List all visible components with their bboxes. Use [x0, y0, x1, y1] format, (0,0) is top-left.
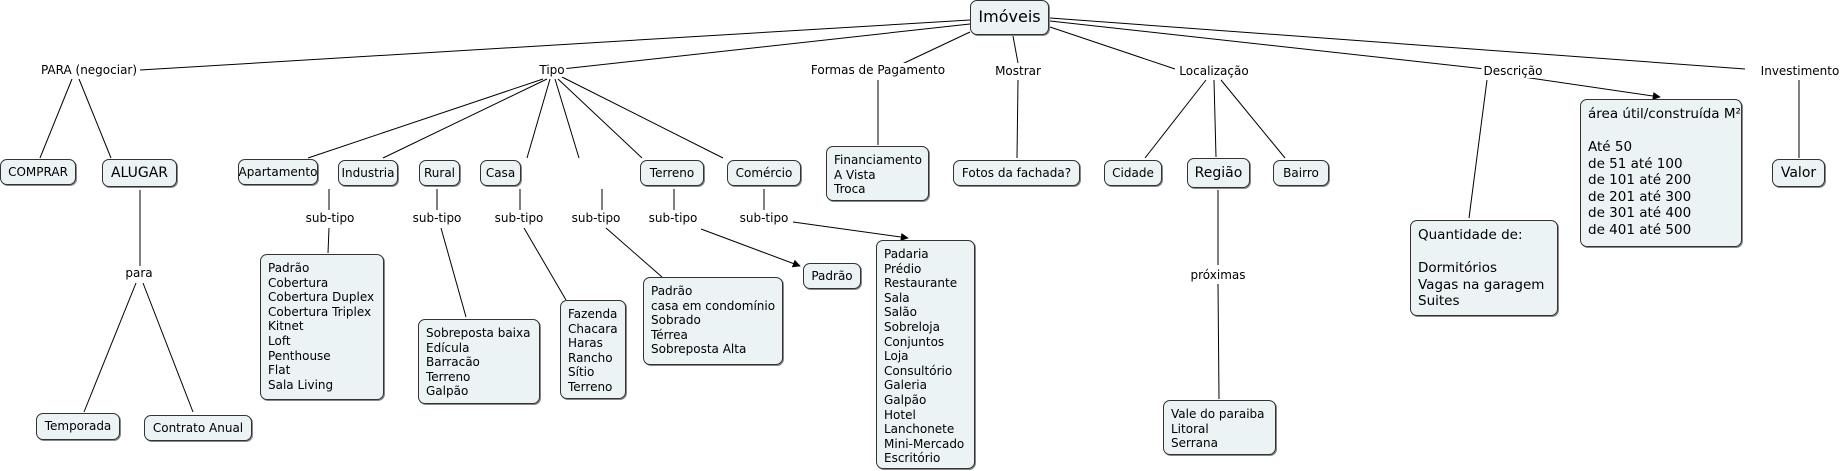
- link-label-subtipo-rural: sub-tipo: [492, 211, 546, 225]
- link-label-subtipo-comercio: sub-tipo: [737, 211, 791, 225]
- link-label-investimento: Investimento: [1758, 64, 1840, 78]
- link-label-subtipo-industria: sub-tipo: [410, 211, 464, 225]
- concept-subtipos-casa[interactable]: Padrão casa em condomínio Sobrado Térrea…: [643, 277, 783, 365]
- link-line: [1220, 79, 1286, 159]
- concept-quantidade[interactable]: Quantidade de: Dormitórios Vagas na gara…: [1410, 220, 1558, 316]
- link-label-para: para: [123, 266, 155, 280]
- link-label-descricao: Descrição: [1481, 64, 1545, 78]
- link-line: [39, 78, 73, 159]
- link-label-subtipo-casa: sub-tipo: [569, 211, 623, 225]
- link-line: [139, 19, 971, 71]
- link-line: [327, 227, 330, 254]
- link-label-formas-pagamento: Formas de Pagamento: [808, 63, 948, 77]
- link-label-subtipo-apartamento: sub-tipo: [303, 211, 357, 225]
- link-label-proximas: próximas: [1188, 268, 1248, 282]
- link-line: [1468, 79, 1488, 219]
- link-line: [78, 78, 112, 159]
- concept-subtipos-rural[interactable]: Fazenda Chacara Haras Rancho Sítio Terre…: [560, 300, 626, 399]
- link-label-localizacao: Localização: [1177, 64, 1251, 78]
- concept-contrato-anual[interactable]: Contrato Anual: [144, 415, 252, 441]
- link-line: [899, 31, 971, 66]
- concept-comprar[interactable]: COMPRAR: [0, 159, 76, 185]
- link-line: [561, 76, 724, 159]
- root-concept-imoveis[interactable]: Imóveis: [970, 0, 1049, 35]
- link-line: [700, 228, 801, 268]
- link-line: [142, 282, 194, 413]
- link-line: [83, 282, 137, 413]
- link-line: [1217, 283, 1220, 400]
- concept-subtipos-comercio[interactable]: Padaria Prédio Restaurante Sala Salão So…: [876, 240, 975, 469]
- concept-fotos-fachada[interactable]: Fotos da fachada?: [953, 160, 1080, 186]
- concept-valor[interactable]: Valor: [1772, 159, 1825, 187]
- concept-subtipos-terreno[interactable]: Padrão: [803, 263, 861, 289]
- link-line: [307, 78, 544, 159]
- link-line: [1515, 75, 1661, 100]
- link-line: [557, 78, 643, 159]
- concept-casa[interactable]: Casa: [480, 160, 521, 186]
- concept-subtipos-apartamento[interactable]: Padrão Cobertura Cobertura Duplex Cobert…: [260, 254, 384, 400]
- link-label-subtipo-terreno: sub-tipo: [646, 211, 700, 225]
- concept-bairro[interactable]: Bairro: [1273, 160, 1329, 186]
- link-line: [1016, 79, 1019, 159]
- concept-formas-pagamento[interactable]: Financiamento A Vista Troca: [826, 146, 929, 201]
- concept-industria[interactable]: Industria: [338, 160, 398, 186]
- link-label-para-negociar: PARA (negociar): [38, 63, 140, 77]
- link-line: [1144, 79, 1207, 159]
- link-line: [554, 78, 580, 159]
- link-line: [605, 227, 663, 278]
- concept-rural[interactable]: Rural: [419, 160, 460, 186]
- link-line: [1213, 79, 1217, 158]
- link-line: [1049, 26, 1176, 70]
- concept-alugar[interactable]: ALUGAR: [102, 159, 177, 187]
- link-line: [561, 23, 971, 70]
- link-line: [792, 221, 909, 241]
- link-line: [1049, 17, 1746, 70]
- concept-terreno[interactable]: Terreno: [640, 160, 704, 186]
- concept-regiao[interactable]: Região: [1187, 158, 1250, 188]
- link-line: [1012, 35, 1019, 64]
- link-label-tipo: Tipo: [537, 63, 567, 77]
- concept-regioes-proximas[interactable]: Vale do paraiba Litoral Serrana: [1163, 400, 1276, 455]
- concept-area-util[interactable]: área útil/construída M² Até 50 de 51 até…: [1580, 99, 1742, 247]
- link-line: [440, 227, 467, 318]
- concept-temporada[interactable]: Temporada: [36, 413, 120, 440]
- concept-subtipos-industria[interactable]: Sobreposta baixa Edícula Barracão Terren…: [418, 319, 540, 404]
- link-line: [382, 78, 548, 159]
- link-line: [523, 227, 567, 301]
- concept-cidade[interactable]: Cidade: [1104, 160, 1162, 186]
- link-line: [526, 78, 551, 159]
- link-label-mostrar: Mostrar: [993, 64, 1043, 78]
- concept-apartamento[interactable]: Apartamento: [238, 159, 318, 185]
- link-line: [1049, 20, 1486, 70]
- concept-comercio[interactable]: Comércio: [727, 160, 801, 186]
